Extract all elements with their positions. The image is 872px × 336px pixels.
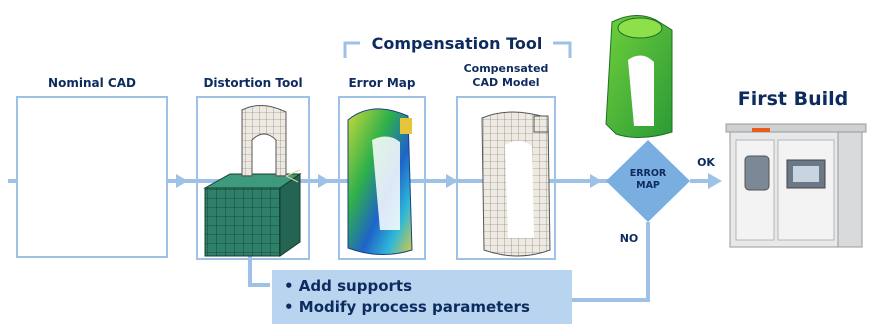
label-no: NO xyxy=(619,232,639,245)
flow-arrow-4 xyxy=(590,174,602,188)
decision-label: ERROR MAP xyxy=(620,168,676,192)
label-ok: OK xyxy=(697,156,715,169)
error-map-box xyxy=(338,96,426,260)
label-compensated-line2: CAD Model xyxy=(472,76,540,89)
decision-line1: ERROR xyxy=(629,168,667,179)
error-part-top xyxy=(605,15,673,138)
compensated-cad-box xyxy=(456,96,556,260)
feedback-item-parameters: • Modify process parameters xyxy=(284,298,530,316)
bracket-left xyxy=(343,41,360,58)
feedback-line-right xyxy=(572,222,650,302)
ok-arrow xyxy=(708,173,722,189)
bracket-right xyxy=(553,41,572,58)
flow-arrow-1 xyxy=(176,174,188,188)
label-distortion-tool: Distortion Tool xyxy=(203,76,303,90)
feedback-line-left xyxy=(248,252,270,287)
decision-line2: MAP xyxy=(636,180,660,191)
distortion-tool-box xyxy=(196,96,310,260)
error-map-model xyxy=(347,108,413,256)
nominal-cad-box xyxy=(16,96,168,258)
label-nominal-cad: Nominal CAD xyxy=(48,76,136,90)
feedback-box: • Add supports • Modify process paramete… xyxy=(272,270,572,324)
label-error-map: Error Map xyxy=(348,76,416,90)
feedback-item-supports: • Add supports xyxy=(284,277,412,295)
label-compensated-line1: Compensated xyxy=(463,62,549,75)
distortion-mesh-model xyxy=(203,105,302,257)
label-compensated-cad: Compensated CAD Model xyxy=(452,62,560,90)
flow-arrow-2 xyxy=(318,174,330,188)
compensated-cad-model xyxy=(481,111,551,257)
label-compensation-tool: Compensation Tool xyxy=(371,34,543,53)
flow-arrow-3 xyxy=(446,174,458,188)
printer-machine xyxy=(725,123,867,248)
label-first-build: First Build xyxy=(737,88,849,110)
error-map-decision xyxy=(606,140,690,222)
